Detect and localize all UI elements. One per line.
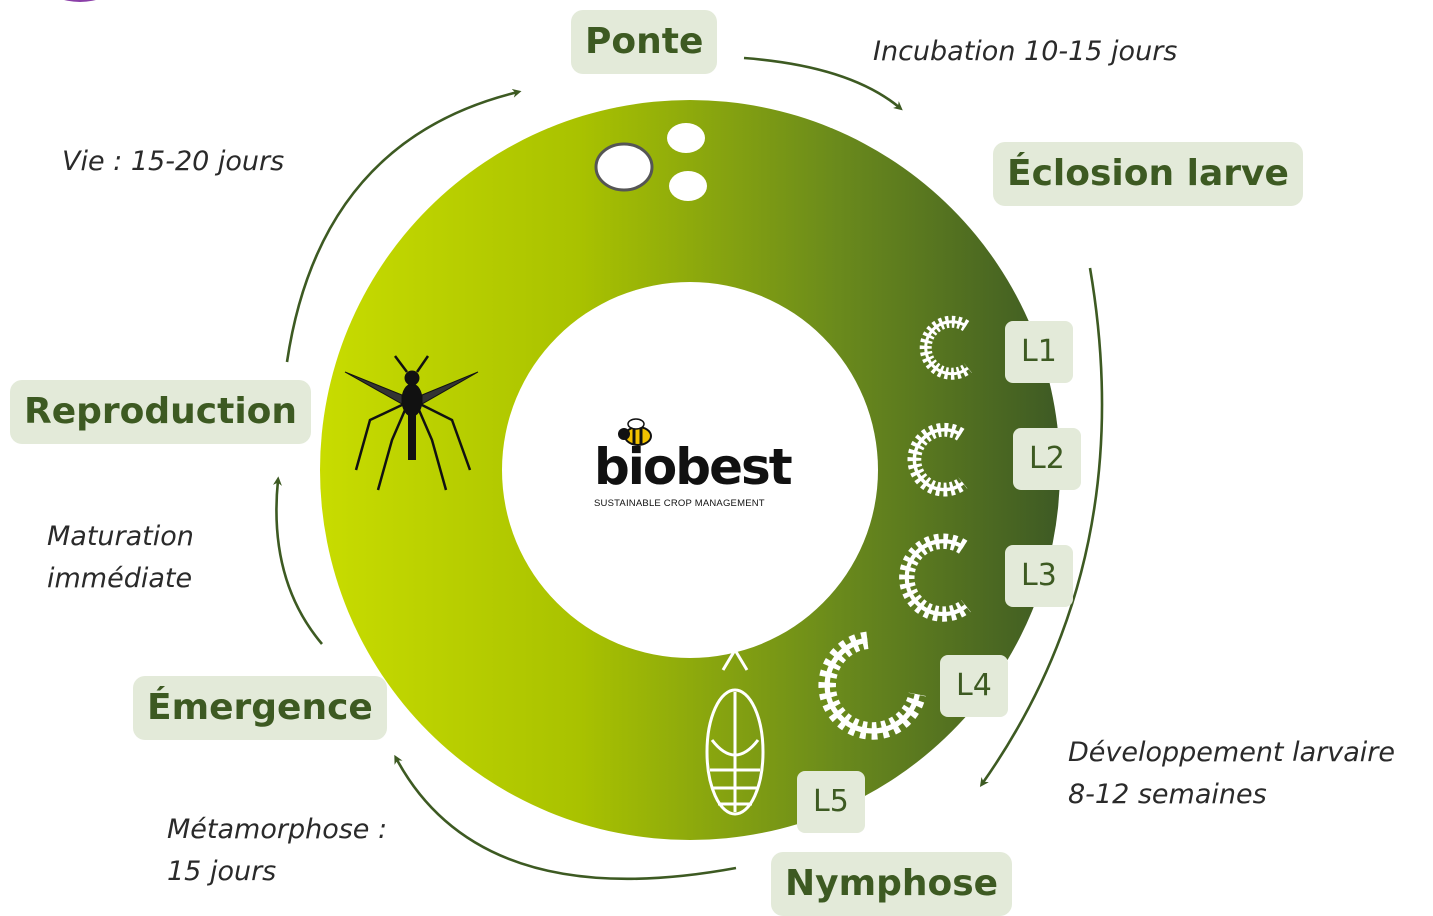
stage-label-ponte: Ponte <box>571 10 718 74</box>
note-maturation-line2: immédiate <box>47 562 193 594</box>
arrow-metamorphose <box>394 754 737 881</box>
larval-stage-l5: L5 <box>797 771 865 833</box>
arrow-maturation <box>272 476 323 645</box>
biobest-logo: biobest SUSTAINABLE CROP MANAGEMENT <box>594 418 794 520</box>
arrow-incubation <box>743 56 903 111</box>
note-developpement-line1: Développement larvaire <box>1068 737 1395 768</box>
note-vie: Vie : 15-20 jours <box>62 146 285 177</box>
note-developpement: Développement larvaire 8-12 semaines <box>1068 732 1395 816</box>
note-metamorphose-line2: 15 jours <box>167 855 277 887</box>
arrow-vie <box>285 88 522 363</box>
larvae <box>818 315 972 740</box>
note-metamorphose-line1: Métamorphose : <box>167 814 388 845</box>
stage-label-eclosion: Éclosion larve <box>993 142 1303 206</box>
adult-fly-icon <box>344 355 479 491</box>
bee-icon <box>618 418 652 446</box>
note-maturation: Maturation immédiate <box>47 516 194 600</box>
stage-label-reproduction: Reproduction <box>10 380 312 444</box>
note-maturation-line1: Maturation <box>47 521 194 552</box>
larval-stage-l2: L2 <box>1013 428 1081 490</box>
stage-label-nymphose: Nymphose <box>771 852 1013 916</box>
larva-icon <box>899 533 971 622</box>
note-developpement-line2: 8-12 semaines <box>1068 778 1267 810</box>
larva-icon <box>818 631 926 740</box>
logo-tagline: SUSTAINABLE CROP MANAGEMENT <box>594 498 765 509</box>
eggs-icon <box>594 123 707 201</box>
larva-icon <box>907 422 968 497</box>
ring-center <box>502 282 878 658</box>
larva-icon <box>919 315 972 380</box>
note-incubation: Incubation 10-15 jours <box>873 36 1178 67</box>
logo-wordmark: biobest <box>594 438 793 496</box>
arrow-developpement <box>979 267 1104 787</box>
larval-stage-l1: L1 <box>1005 321 1073 383</box>
larval-stage-l4: L4 <box>940 655 1008 717</box>
corner-decoration <box>64 0 96 2</box>
pupa-icon <box>705 647 765 816</box>
cycle-arrows <box>272 56 1104 881</box>
note-metamorphose: Métamorphose : 15 jours <box>167 809 387 893</box>
stage-label-emergence: Émergence <box>133 676 387 740</box>
larval-stage-l3: L3 <box>1005 545 1073 607</box>
